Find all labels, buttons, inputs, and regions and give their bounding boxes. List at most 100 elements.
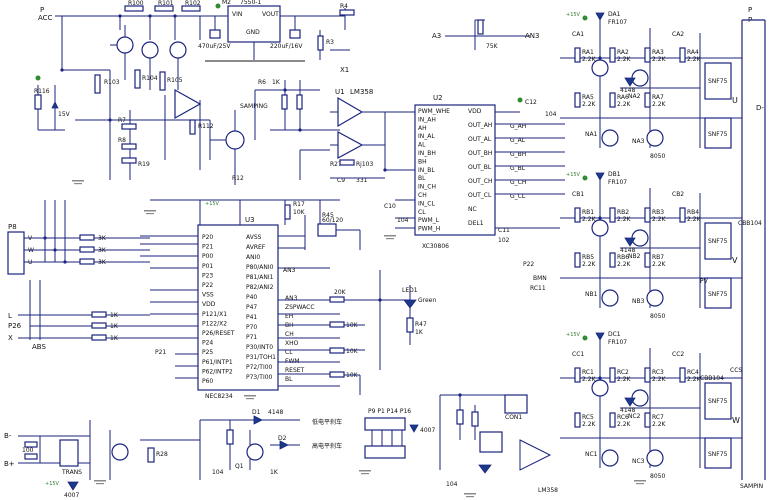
c12-val: 104 — [212, 469, 224, 476]
led1-label: LED1 — [402, 287, 418, 294]
r36-val: 3K — [98, 247, 107, 254]
resistor-r10 — [281, 94, 288, 110]
phase-res-label-1-5: RB6 — [617, 254, 629, 261]
resistor-r32 — [91, 334, 107, 341]
phase-res-label-2-5: RC6 — [617, 414, 629, 421]
header-p2 — [479, 431, 503, 453]
phase-res-label-2-4: RC5 — [582, 414, 594, 421]
u2-pin-right-8: DEL1 — [468, 220, 484, 227]
resistor-r102 — [181, 5, 201, 12]
label-r17: R17 — [293, 201, 305, 208]
phase-res-2-0 — [574, 367, 581, 383]
mcu-pin-right-13: P72/TI00 — [246, 364, 273, 371]
label-r6-val: 1K — [272, 79, 281, 86]
phase-res-1-4 — [574, 252, 581, 268]
u2-pin-left-8: BL — [418, 175, 426, 182]
ground-b-7 — [636, 483, 644, 485]
u2-pin-left-12: CL — [418, 209, 426, 216]
phase-res-label-1-2: RB3 — [652, 209, 664, 216]
ground-0 — [72, 180, 84, 182]
resistor-r34 — [91, 311, 107, 318]
phase-res-label-2-2: RC3 — [652, 369, 664, 376]
phase-q-2: 8050 — [650, 473, 665, 480]
u2-part: XC30806 — [422, 243, 449, 250]
resistor-r13 — [456, 409, 464, 425]
mcu-pin-left-2: P00 — [202, 253, 213, 260]
phase-na3-1: NB3 — [632, 298, 645, 305]
driver-ic-u2: U2 XC30806 PWM_WHEIN_AHAHIN_ALALIN_BHBHI… — [384, 94, 565, 250]
phase-na3-2: NC3 — [632, 458, 645, 465]
brake-low-label: 低电平刹车 — [312, 418, 342, 426]
mcu-pin-right-14: P73/TI00 — [246, 374, 273, 381]
phase-res-1-2 — [644, 207, 651, 223]
cap-c1-reg — [209, 29, 221, 39]
phase-res-label-1-6: RB7 — [652, 254, 664, 261]
resistor-10k-c — [329, 371, 345, 378]
u2-pin-right-5: OUT_CH — [468, 178, 492, 185]
phase-mosfet-hi-0 — [704, 62, 732, 100]
u2-net-0: G_AH — [510, 123, 526, 130]
phase-res-1-6 — [644, 252, 651, 268]
resistor-r47 — [406, 317, 414, 333]
mcu-pin-left-1: P21 — [202, 244, 213, 251]
brake-high-label: 高电平刹车 — [312, 442, 342, 450]
phase-res-0-0 — [574, 47, 581, 63]
phase-res-0-4 — [574, 92, 581, 108]
phase-res-label-0-0: RA1 — [582, 49, 594, 56]
u2-pin-left-10: CH — [418, 192, 427, 199]
phase-mos-hi-2: SNF75 — [708, 398, 728, 405]
p20p4-val: 60/120 — [322, 217, 343, 224]
phase-c-diode-symbol — [595, 332, 605, 341]
cap-out-value: 220uF/16V — [270, 43, 303, 50]
mcu-pin-right-2: ANI0 — [246, 254, 260, 261]
x1-section: R3 R4 X1 — [310, 3, 355, 74]
net-p26: P26 — [8, 322, 22, 330]
phase-res-val-0-2: 2.2K — [652, 56, 667, 63]
resistor-r116 — [34, 94, 42, 110]
phase-res-val-2-1: 2.2K — [617, 376, 632, 383]
resistor-r67 — [477, 19, 484, 35]
phase-na-1: NB1 — [585, 291, 598, 298]
resistor-r36 — [79, 246, 95, 253]
u3-part: NEC8234 — [205, 393, 233, 400]
r47-label: R47 — [415, 321, 427, 328]
cap-c2-reg — [289, 29, 301, 39]
lm358-b: LM358 — [538, 487, 558, 494]
u2-pin-left-2: AH — [418, 125, 427, 132]
label-r104: R104 — [142, 75, 158, 82]
zener-dz2 — [478, 464, 492, 474]
phase-cap-0: CA1 — [572, 31, 584, 38]
r33-val: 1K — [110, 323, 119, 330]
r37-val: 3K — [98, 259, 107, 266]
phase-res-label-2-6: RC7 — [652, 414, 664, 421]
ground-b-0 — [74, 183, 82, 185]
mcu-pin-left-11: P24 — [202, 340, 213, 347]
phase-mos-hi-0: SNF75 — [708, 78, 728, 85]
u2-pin-left-0: PWM_WHE — [418, 108, 450, 115]
phase-transistor-0-3 — [646, 129, 664, 147]
phase-out-2: W — [732, 416, 740, 425]
phase-res-val-0-0: 2.2K — [582, 56, 597, 63]
u2-net-5: G_CL — [510, 193, 526, 200]
supply-dot — [215, 3, 221, 9]
phase-mos-lo-0: SNF75 — [708, 131, 728, 138]
junction-15 — [598, 376, 602, 380]
phase-res-label-0-5: RA6 — [617, 94, 629, 101]
label-r105: R105 — [167, 77, 183, 84]
resistor-r11 — [296, 94, 303, 110]
mcu-pin-right-8: P41 — [246, 314, 257, 321]
con1-label: CON1 — [505, 414, 522, 421]
mcu-pin-right-9: P70 — [246, 324, 257, 331]
switch-inputs: L P26 X ABS 1K 1K 1K P21 — [8, 280, 166, 356]
mcu-pin-right-0: AVSS — [246, 234, 262, 241]
phase-transistor-1-3 — [646, 289, 664, 307]
junction-7 — [383, 168, 387, 172]
phase-res-0-3 — [679, 47, 686, 63]
resistor-r112 — [189, 119, 196, 135]
u2-pin-right-4: OUT_BL — [468, 164, 492, 171]
